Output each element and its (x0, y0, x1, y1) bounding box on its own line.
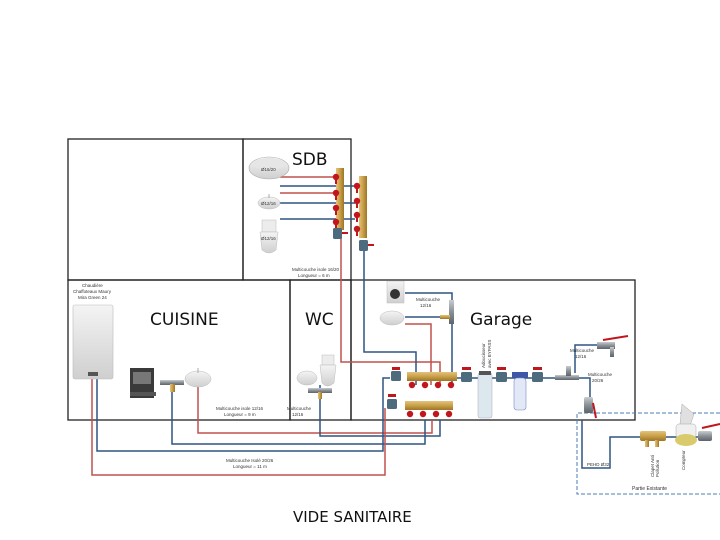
room-garage (350, 279, 636, 421)
sdb-hot-collector (332, 168, 348, 239)
valve-icon (332, 173, 340, 184)
tap-line (574, 344, 600, 373)
main-shutoff-valve-icon (584, 397, 597, 419)
valve-icon (432, 410, 440, 418)
tee-fitting-icon (308, 388, 332, 399)
wc-sink-icon (296, 370, 318, 386)
room-label-sdb: SDB (292, 150, 328, 170)
valve-icon (419, 410, 427, 418)
room-label-wc: WC (305, 310, 334, 330)
wc-pipe-label: Multicouche (287, 406, 312, 411)
cuisine-hot (197, 385, 433, 434)
sink-icon (257, 194, 281, 210)
ball-valve-icon (359, 240, 368, 251)
ball-valve-icon (391, 371, 401, 381)
cuisine-pipe-label: Multicouche isole 12/16 (216, 406, 264, 411)
lavabo-hot (405, 323, 432, 385)
main-supply-pipe-length: Longueur = 11 m (233, 464, 267, 469)
ball-valve-icon (333, 228, 342, 239)
tee-fitting-icon (160, 380, 184, 392)
tee-fitting-icon (555, 366, 579, 380)
existing-zone-border (576, 412, 720, 495)
garage-sink-icon (379, 310, 405, 326)
toilet-diameter: Ø12/16 (261, 236, 276, 241)
water-filter-icon (512, 372, 528, 411)
garage-collector-bottom (387, 394, 453, 418)
room-top-left (67, 138, 244, 281)
washer-pipe-size: 12/16 (420, 303, 432, 308)
valve-icon (332, 218, 340, 229)
ball-valve-icon (698, 423, 720, 441)
tee-fitting-icon (440, 300, 454, 324)
crawlspace-title: VIDE SANITAIRE (293, 508, 412, 526)
tap-pipe-label: Multicouche (570, 348, 595, 353)
cuisine-pipe-length: Longueur = 9 m (224, 412, 256, 417)
cuisine-cold (171, 390, 426, 445)
wc-pipe-size: 12/16 (292, 412, 304, 417)
clapet-label-2: Pollution (655, 459, 660, 477)
washer-pipe-label: Multicouche (416, 297, 441, 302)
existing-zone-label: Partie Existante (632, 486, 667, 492)
softener-label-1: Adoucisseur (481, 343, 486, 368)
backflow-valve-icon (640, 431, 666, 447)
valve-icon (353, 225, 361, 236)
main-pipe-size: 20/26 (592, 378, 604, 383)
bathtub-icon (248, 156, 290, 180)
sdb-cold-collector (353, 176, 374, 251)
water-meter-icon (675, 403, 697, 446)
valve-icon (434, 381, 442, 389)
boiler-cold-feed (96, 377, 390, 452)
valve-icon (406, 410, 414, 418)
garden-tap-icon (597, 335, 629, 357)
water-softener-icon (477, 371, 493, 419)
valve-icon (332, 204, 340, 215)
valve-icon (447, 381, 455, 389)
dishwasher-icon (130, 368, 156, 398)
boiler-hot-return (91, 378, 386, 476)
boiler-label-3: Mira Green 24 (78, 295, 107, 300)
wc-cold (319, 385, 441, 437)
boiler-icon (72, 304, 114, 380)
garage-collector-top (391, 367, 457, 389)
ball-valve-icon (461, 367, 472, 382)
washer-cold (405, 292, 453, 385)
softener-label-2: avec BYPASS (487, 340, 492, 368)
clapet-label-1: Clapet Anti (650, 455, 655, 477)
pehd-line (581, 420, 640, 469)
room-label-cuisine: CUISINE (150, 310, 219, 330)
valve-icon (421, 381, 429, 389)
kitchen-sink-icon (184, 368, 212, 388)
main-feed (578, 377, 591, 398)
wc-toilet-icon (319, 354, 337, 387)
valve-icon (353, 197, 361, 208)
main-supply-pipe-label: Multicouche Isolé 20/26 (226, 458, 274, 463)
boiler-label-2: Chaffoteaux Maury (73, 289, 112, 294)
valve-icon (445, 410, 453, 418)
ball-valve-icon (532, 367, 543, 382)
sdb-pipe-length: Longueur = 6 m (298, 273, 330, 278)
valve-icon (353, 211, 361, 222)
boiler-label-1: Chaudière (82, 283, 103, 288)
valve-icon (332, 189, 340, 200)
main-pipe-label: Multicouche (588, 372, 613, 377)
washing-machine-icon (386, 280, 405, 304)
valve-icon (353, 182, 361, 193)
pehd-label: PEHD Ø32 (587, 462, 610, 467)
tap-pipe-size: 12/16 (575, 354, 587, 359)
sdb-pipe-label: Multicouche isole 16/20 (292, 267, 340, 272)
sdb-cold-supply (363, 250, 417, 385)
ball-valve-icon (496, 367, 507, 382)
toilet-icon (259, 219, 279, 254)
bathtub-diameter: Ø16/20 (261, 167, 276, 172)
sink-diameter: Ø12/16 (261, 201, 276, 206)
compteur-label: Compteur (681, 450, 686, 470)
room-label-garage: Garage (470, 310, 532, 330)
ball-valve-icon (387, 399, 397, 409)
valve-icon (408, 381, 416, 389)
